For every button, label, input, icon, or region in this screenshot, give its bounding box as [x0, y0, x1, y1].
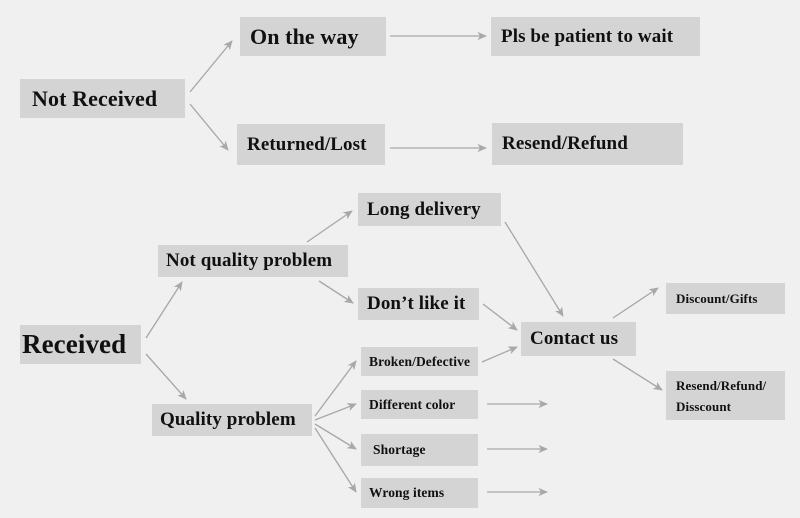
node-discount-gifts[interactable]: Discount/Gifts	[666, 283, 785, 314]
arrow-not-quality-to-dont-like-it	[318, 280, 354, 304]
arrow-contact-us-to-discount-gifts	[612, 287, 659, 319]
node-resend-refund-disscount[interactable]: Resend/Refund/ Disscount	[666, 371, 785, 420]
node-resend-refund[interactable]: Resend/Refund	[492, 123, 683, 165]
arrow-received-to-not-quality-problem	[145, 281, 183, 339]
node-broken-defective[interactable]: Broken/Defective	[361, 347, 478, 376]
arrow-quality-to-broken-defective	[314, 360, 357, 417]
arrow-quality-to-wrong-items	[314, 427, 357, 493]
arrow-broken-defective-to-contact-us	[481, 346, 518, 363]
node-pls-be-patient-to-wait[interactable]: Pls be patient to wait	[491, 17, 700, 56]
arrow-contact-us-to-resend-refund-discount	[612, 358, 663, 391]
node-not-quality-problem[interactable]: Not quality problem	[158, 245, 348, 277]
node-on-the-way[interactable]: On the way	[240, 17, 386, 56]
node-contact-us[interactable]: Contact us	[521, 322, 636, 356]
arrow-quality-to-different-color	[314, 403, 357, 421]
arrow-long-delivery-to-contact-us	[504, 221, 564, 317]
node-long-delivery[interactable]: Long delivery	[358, 193, 501, 226]
arrow-not-received-to-on-the-way	[189, 40, 233, 93]
node-not-received[interactable]: Not Received	[20, 79, 185, 118]
arrow-received-to-quality-problem	[145, 353, 187, 400]
arrow-not-quality-to-long-delivery	[306, 210, 353, 243]
node-wrong-items[interactable]: Wrong items	[361, 478, 478, 508]
node-shortage[interactable]: Shortage	[361, 434, 478, 466]
node-quality-problem[interactable]: Quality problem	[152, 404, 312, 436]
arrow-quality-to-shortage	[314, 423, 357, 450]
arrow-not-received-to-returned-lost	[189, 103, 229, 151]
node-returned-lost[interactable]: Returned/Lost	[237, 124, 385, 165]
node-resend-refund-disscount-line-1: Resend/Refund/	[676, 378, 767, 393]
node-different-color[interactable]: Different color	[361, 390, 478, 419]
node-dont-like-it[interactable]: Don’t like it	[358, 288, 479, 320]
node-resend-refund-disscount-line-2: Disscount	[676, 399, 732, 414]
arrow-dont-like-it-to-contact-us	[482, 303, 518, 331]
node-received[interactable]: Received	[20, 325, 141, 364]
